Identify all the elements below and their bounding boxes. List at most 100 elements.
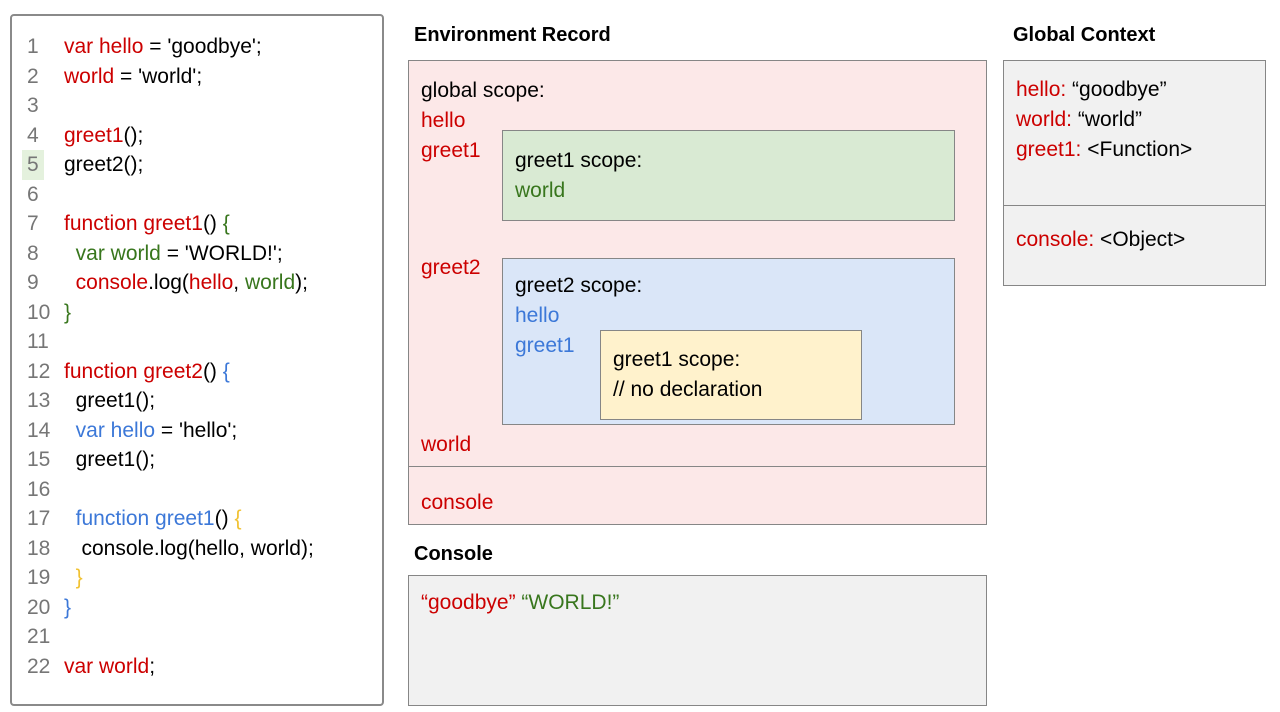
- code-line: 20}: [24, 593, 382, 623]
- line-number-gutter: 2: [24, 62, 64, 92]
- binding-world-value: “world”: [1072, 108, 1143, 131]
- line-number: 12: [27, 359, 51, 383]
- line-number-gutter: 10: [24, 298, 64, 328]
- binding-console-name: console:: [1016, 227, 1095, 251]
- binding-hello-value: “goodbye”: [1066, 78, 1167, 101]
- global-var-world: world: [421, 433, 472, 456]
- global-scope-label: global scope:: [421, 79, 545, 102]
- line-number: 4: [27, 123, 39, 147]
- code-line: 14 var hello = 'hello';: [24, 416, 382, 446]
- line-number-gutter: 16: [24, 475, 64, 505]
- binding-greet1-value: <Function>: [1081, 138, 1193, 161]
- code-line: 21: [24, 622, 382, 652]
- code-text: function greet2() {: [64, 359, 230, 383]
- binding-world: world: “world”: [1016, 105, 1253, 135]
- line-number-gutter: 17: [24, 504, 64, 534]
- code-text: greet1();: [64, 448, 156, 471]
- line-number: 10: [27, 300, 51, 324]
- code-line: 8 var world = 'WORLD!';: [24, 239, 382, 269]
- line-number: 6: [27, 182, 39, 206]
- inner-greet1-scope-label: greet1 scope:: [613, 348, 741, 371]
- global-context-variables-box: hello: “goodbye” world: “world” greet1: …: [1003, 60, 1266, 206]
- line-number: 7: [27, 212, 39, 235]
- code-text: var world;: [64, 654, 156, 678]
- line-number-gutter: 7: [24, 209, 64, 239]
- code-line: 19 }: [24, 563, 382, 593]
- line-number-gutter: 19: [24, 563, 64, 593]
- code-text: var hello = 'goodbye';: [64, 35, 262, 58]
- binding-hello-name: hello:: [1016, 78, 1067, 101]
- line-number-gutter: 9: [24, 268, 64, 298]
- line-number: 16: [27, 477, 51, 501]
- line-number: 17: [27, 507, 51, 530]
- code-text: var hello = 'hello';: [75, 418, 238, 442]
- global-context-title: Global Context: [1013, 24, 1156, 46]
- line-number-gutter: 12: [24, 357, 64, 387]
- code-line: 9 console.log(hello, world);: [24, 268, 382, 298]
- global-var-greet1: greet1: [421, 139, 481, 162]
- environment-record-title: Environment Record: [414, 24, 611, 46]
- line-number-gutter: 4: [24, 121, 64, 151]
- greet1-scope-var-world: world: [515, 179, 566, 202]
- code-line: 17 function greet1() {: [24, 504, 382, 534]
- global-context-console-box: console: <Object>: [1003, 204, 1266, 286]
- line-number-gutter: 11: [24, 327, 64, 357]
- code-text: console.log(hello, world);: [64, 536, 314, 560]
- global-var-hello: hello: [421, 109, 466, 132]
- code-line: 10}: [24, 298, 382, 328]
- code-text: var world = 'WORLD!';: [75, 241, 283, 265]
- line-number-gutter: 21: [24, 622, 64, 652]
- binding-console-value: <Object>: [1094, 227, 1186, 251]
- code-line: 12 function greet2() {: [24, 357, 382, 387]
- code-text: }: [64, 300, 72, 324]
- line-number: 15: [27, 448, 51, 471]
- binding-greet1: greet1: <Function>: [1016, 135, 1253, 165]
- line-number: 14: [27, 418, 51, 442]
- binding-world-name: world:: [1016, 108, 1073, 131]
- code-line: 3: [24, 91, 382, 121]
- line-number-gutter: 14: [24, 416, 64, 446]
- binding-console: console: <Object>: [1016, 225, 1253, 255]
- greet2-scope-label: greet2 scope:: [515, 274, 643, 297]
- code-text: function greet1() {: [75, 507, 242, 530]
- line-number: 20: [27, 595, 51, 619]
- code-line: 18 console.log(hello, world);: [24, 534, 382, 564]
- code-text: }: [64, 595, 72, 619]
- code-text: console.log(hello, world);: [75, 271, 308, 294]
- line-number: 2: [27, 64, 39, 88]
- console-binding-box: console: [408, 466, 987, 525]
- inner-greet1-scope-box: greet1 scope: // no declaration: [600, 330, 862, 420]
- greet1-scope-label: greet1 scope:: [515, 149, 643, 172]
- line-number-gutter: 8: [24, 239, 64, 269]
- console-title: Console: [414, 543, 493, 565]
- code-line: 2 world = 'world';: [24, 62, 382, 92]
- code-text: greet1();: [64, 123, 144, 147]
- line-number-gutter: 6: [24, 180, 64, 210]
- line-number: 13: [27, 389, 51, 412]
- code-line: 16: [24, 475, 382, 505]
- line-number-gutter: 5: [22, 150, 64, 180]
- line-number: 3: [27, 94, 39, 117]
- line-number: 9: [27, 271, 39, 294]
- console-output-world: “WORLD!”: [521, 591, 620, 614]
- code-text: world = 'world';: [64, 64, 203, 88]
- code-line: 11: [24, 327, 382, 357]
- line-number-gutter: 13: [24, 386, 64, 416]
- greet2-scope-box: greet2 scope: hello greet1 greet1 scope:…: [502, 258, 955, 425]
- line-number-gutter: 18: [24, 534, 64, 564]
- code-text: }: [75, 566, 83, 589]
- active-line-number: 5: [22, 150, 44, 180]
- greet2-scope-var-greet1: greet1: [515, 334, 575, 357]
- global-scope-box: global scope: hello greet1 greet1 scope:…: [408, 60, 987, 467]
- line-number-gutter: 15: [24, 445, 64, 475]
- console-var-label: console: [421, 491, 494, 514]
- line-number: 8: [27, 241, 39, 265]
- line-number-gutter: 1: [24, 32, 64, 62]
- code-text: greet1();: [64, 389, 156, 412]
- binding-hello: hello: “goodbye”: [1016, 75, 1253, 105]
